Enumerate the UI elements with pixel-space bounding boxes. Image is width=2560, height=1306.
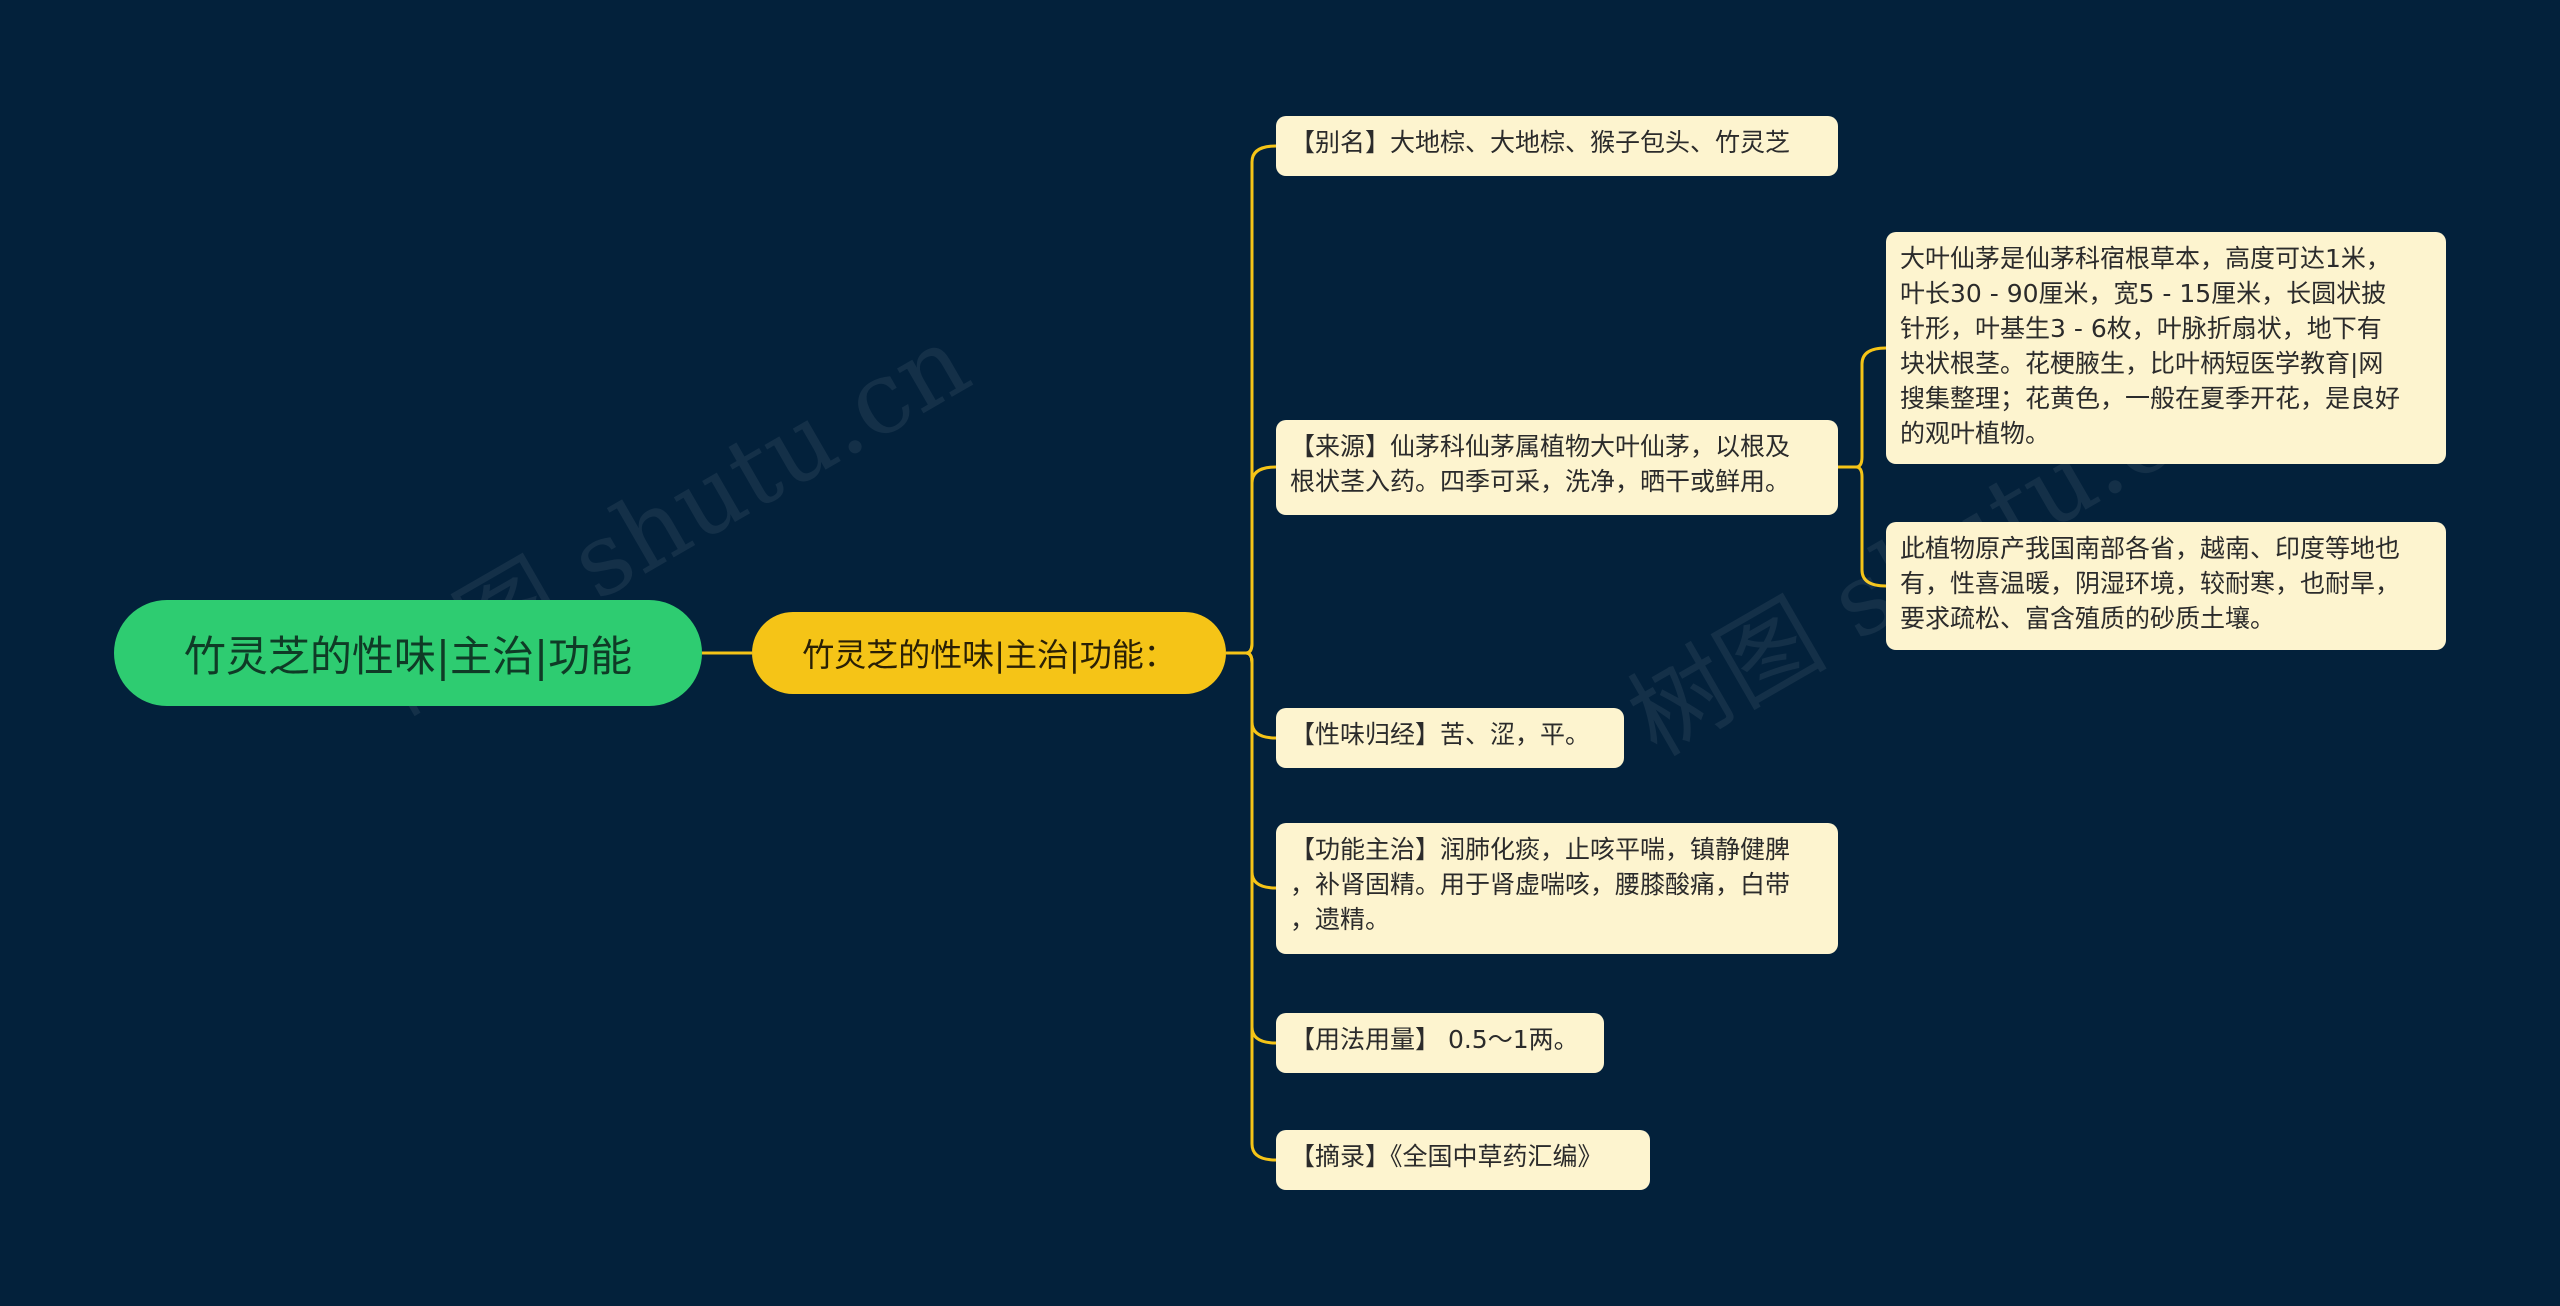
leaf-nature[interactable]: 【性味归经】苦、涩，平。 bbox=[1276, 708, 1624, 768]
leaf-excerpt[interactable]: 【摘录】《全国中草药汇编》 bbox=[1276, 1130, 1650, 1190]
root-topic-label: 竹灵芝的性味|主治|功能 bbox=[183, 631, 633, 681]
main-topic[interactable]: 竹灵芝的性味|主治|功能： bbox=[752, 612, 1226, 694]
leaf-indications[interactable]: 【功能主治】润肺化痰，止咳平喘，镇静健脾 ，补肾固精。用于肾虚喘咳，腰膝酸痛，白… bbox=[1276, 823, 1838, 954]
sub-leaf-habitat[interactable]: 此植物原产我国南部各省，越南、印度等地也 有，性喜温暖，阴湿环境，较耐寒，也耐旱… bbox=[1886, 522, 2446, 650]
connector-mid-leaf-1 bbox=[1226, 465, 1277, 655]
connector-source-sub-0 bbox=[1838, 346, 1887, 469]
root-topic[interactable]: 竹灵芝的性味|主治|功能 bbox=[114, 600, 702, 706]
sub-leaf-description[interactable]: 大叶仙茅是仙茅科宿根草本，高度可达1米， 叶长30 - 90厘米，宽5 - 15… bbox=[1886, 232, 2446, 464]
leaf-alias[interactable]: 【别名】大地棕、大地棕、猴子包头、竹灵芝 bbox=[1276, 116, 1838, 176]
leaf-dosage[interactable]: 【用法用量】 0.5～1两。 bbox=[1276, 1013, 1604, 1073]
main-topic-label: 竹灵芝的性味|主治|功能： bbox=[802, 636, 1176, 674]
connector-source-sub-1 bbox=[1838, 465, 1887, 588]
connector-mid-leaf-5 bbox=[1226, 651, 1277, 1162]
leaf-source[interactable]: 【来源】仙茅科仙茅属植物大叶仙茅，以根及 根状茎入药。四季可采，洗净，晒干或鲜用… bbox=[1276, 420, 1838, 515]
